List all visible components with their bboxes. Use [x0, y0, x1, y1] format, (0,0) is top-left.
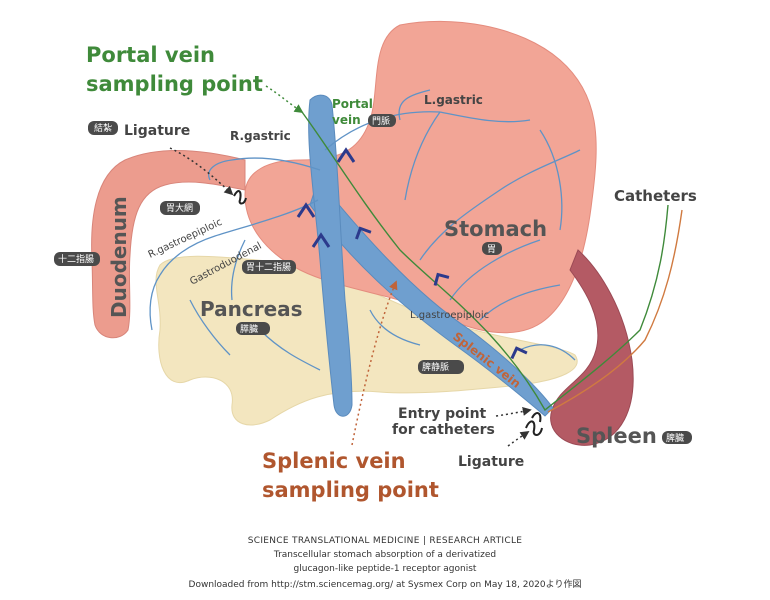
r-gastric-label: R.gastric [230, 129, 291, 143]
splenic-vein-jp-badge: 脾静脈 [418, 360, 464, 374]
svg-text:膵臓: 膵臓 [240, 324, 258, 335]
entry-point-label-2: for catheters [392, 422, 495, 438]
stomach-jp-badge: 胃 [482, 242, 502, 255]
entry-point-leader [495, 406, 532, 417]
portal-vein-label-1: Portal [332, 97, 373, 111]
pancreas-label: Pancreas [200, 297, 303, 321]
spleen-label: Spleen [576, 424, 657, 448]
vessel-branches [149, 89, 581, 371]
ligature-top-label: Ligature [124, 123, 190, 139]
svg-text:十二指腸: 十二指腸 [58, 253, 94, 265]
caption-journal: SCIENCE TRANSLATIONAL MEDICINE | RESEARC… [247, 536, 523, 546]
ligature-bottom-label: Ligature [458, 454, 524, 470]
pancreas-jp-badge: 膵臓 [236, 322, 270, 335]
ligature-top-jp-badge: 結紮 [88, 121, 118, 135]
ligature-bottom-leader [507, 431, 530, 447]
ligature-marks [233, 190, 543, 436]
spleen-shape [550, 249, 634, 446]
caption-title-2: glucagon-like peptide-1 receptor agonist [293, 564, 477, 574]
svg-text:門脈: 門脈 [372, 115, 390, 127]
caption-source: Downloaded from http://stm.sciencemag.or… [188, 580, 582, 590]
splenic-sampling-label-2: sampling point [262, 478, 439, 502]
catheters-label: Catheters [614, 187, 697, 205]
catheter-green [301, 111, 669, 412]
svg-text:結紮: 結紮 [94, 122, 112, 134]
portal-sampling-label-1: Portal vein [86, 43, 215, 67]
spleen-jp-badge: 脾臓 [662, 431, 692, 444]
svg-text:胃十二指腸: 胃十二指腸 [246, 261, 291, 273]
portal-vein-jp-badge: 門脈 [368, 114, 396, 127]
flow-arrows [296, 147, 528, 360]
l-gastroepiploic-label: L.gastroepiploic [410, 310, 489, 321]
portal-vein-shape [308, 94, 353, 417]
r-gastroepiploic-label: R.gastroepiploic [147, 217, 224, 261]
catheter-orange [547, 209, 683, 413]
l-gastric-label: L.gastric [424, 93, 483, 107]
splenic-sampling-label-1: Splenic vein [262, 449, 406, 473]
portal-vein-label-2: vein [332, 113, 361, 127]
svg-text:胃: 胃 [487, 244, 496, 255]
portal-sampling-leader [265, 85, 304, 113]
entry-point-label-1: Entry point [398, 406, 487, 422]
duodenum-shape [91, 150, 246, 339]
omentum-jp-badge: 胃大網 [160, 201, 200, 215]
svg-text:胃大網: 胃大網 [166, 202, 193, 214]
duodenum-label: Duodenum [107, 196, 131, 318]
splenic-vein-shape [309, 178, 554, 417]
svg-text:脾静脈: 脾静脈 [422, 361, 449, 373]
stomach-label: Stomach [444, 217, 547, 241]
portal-sampling-label-2: sampling point [86, 72, 263, 96]
ligature-top-leader [169, 147, 234, 196]
gastroduodenal-jp-badge: 胃十二指腸 [242, 260, 296, 274]
duodenum-jp-badge: 十二指腸 [54, 252, 100, 266]
caption-title-1: Transcellular stomach absorption of a de… [273, 550, 497, 560]
svg-text:脾臓: 脾臓 [666, 432, 684, 444]
